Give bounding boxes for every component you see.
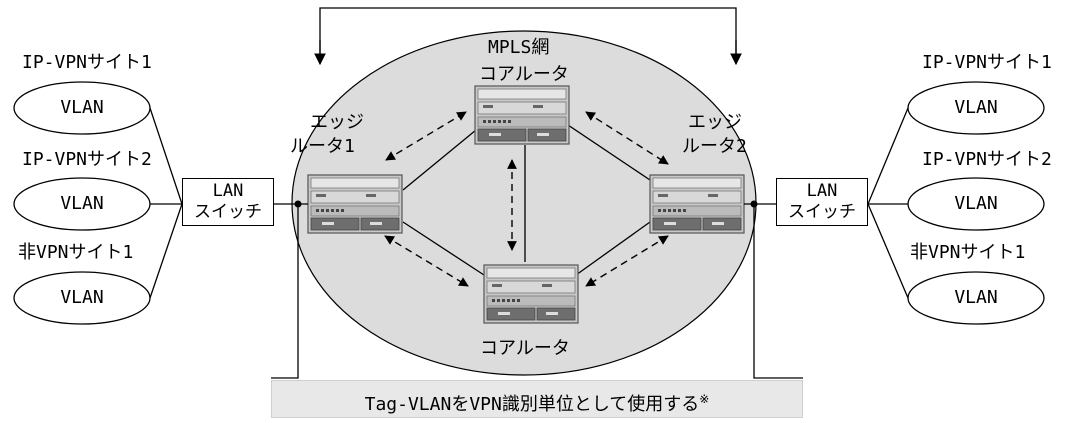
edge-router-2-label-line1: エッジ [688, 112, 742, 133]
left-site2-label: IP-VPNサイト2 [22, 149, 152, 170]
right-vlan-3: VLAN [954, 287, 998, 308]
left-vlan-2: VLAN [60, 193, 104, 214]
core-router-bottom-label: コアルータ [480, 338, 570, 359]
mpls-network-label: MPLS網 [488, 37, 550, 58]
left-lan-switch-line1: LAN [212, 181, 244, 201]
edge-router-1-label-line2: ルータ1 [290, 136, 355, 157]
right-site1-label: IP-VPNサイト1 [922, 52, 1052, 73]
top-connection-line [319, 7, 737, 62]
right-site3-label: 非VPNサイト1 [910, 242, 1026, 263]
core-router-top [474, 85, 570, 145]
left-vlan-1: VLAN [60, 97, 104, 118]
edge-router-1 [307, 174, 403, 234]
edge-router-1-label-line1: エッジ [310, 112, 364, 133]
right-lan-switch: LAN スイッチ [776, 178, 868, 226]
tag-vlan-note-text: Tag-VLANをVPN識別単位として使用する [364, 394, 700, 415]
tag-vlan-note: Tag-VLANをVPN識別単位として使用する※ [271, 380, 803, 418]
label-exchange-arrows [384, 111, 669, 287]
right-lan-switch-line2: スイッチ [788, 202, 856, 222]
right-vlan-1: VLAN [954, 97, 998, 118]
right-site2-label: IP-VPNサイト2 [922, 149, 1052, 170]
edge-router-2-label-line2: ルータ2 [682, 136, 747, 157]
left-site1-label: IP-VPNサイト1 [22, 52, 152, 73]
left-site3-label: 非VPNサイト1 [18, 242, 134, 263]
left-lan-switch: LAN スイッチ [182, 178, 274, 226]
core-router-top-label: コアルータ [479, 64, 569, 85]
edge-router-2 [649, 174, 745, 234]
right-lan-switch-line1: LAN [806, 181, 838, 201]
left-lan-switch-line2: スイッチ [194, 202, 262, 222]
core-router-bottom [483, 264, 579, 324]
left-vlan-3: VLAN [60, 287, 104, 308]
right-vlan-2: VLAN [954, 193, 998, 214]
note-mark: ※ [699, 392, 710, 406]
